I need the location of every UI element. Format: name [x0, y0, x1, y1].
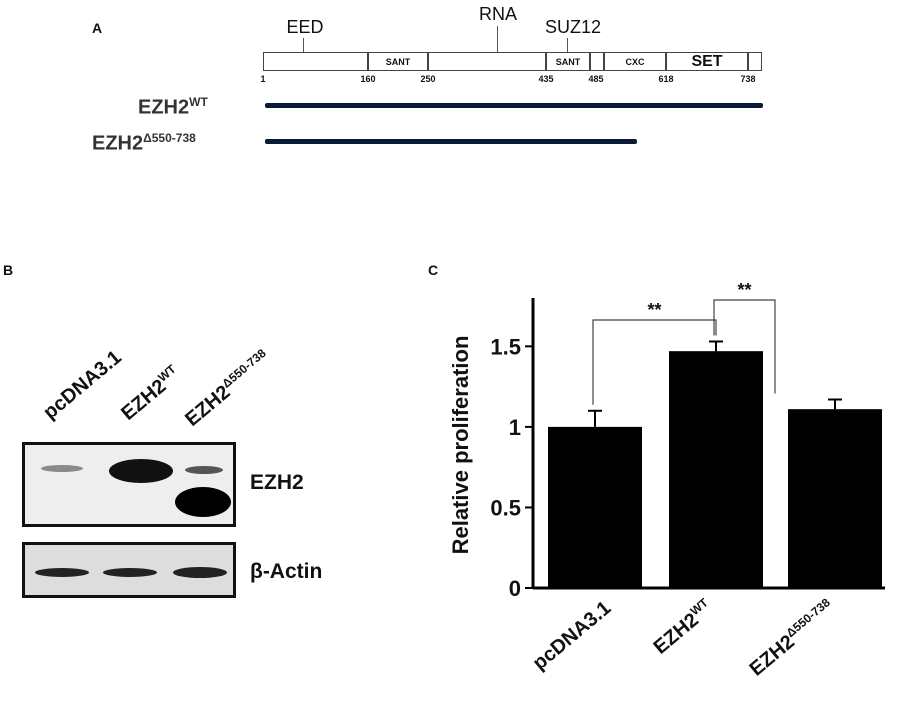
callout-suz12: SUZ12: [544, 17, 602, 37]
position-label: 618: [658, 74, 674, 84]
construct-deletion-label: EZH2Δ550-738: [92, 131, 196, 155]
callout-line-suz12: [567, 38, 568, 52]
bar: [548, 426, 642, 588]
band-deletion-ezh2-truncated: [175, 487, 231, 517]
band-pcdna-actin: [35, 568, 89, 577]
callout-line-rna: [497, 26, 498, 52]
y-tick-label: 1: [509, 415, 521, 440]
position-label: 435: [538, 74, 554, 84]
domain-c-terminal: [748, 52, 762, 71]
category-label-text: pcDNA3.1: [529, 597, 616, 675]
significance-label: **: [737, 280, 751, 300]
callout-line-eed: [303, 38, 304, 52]
blot-actin: [22, 542, 236, 598]
bar: [788, 409, 882, 588]
callout-rna: RNA: [478, 4, 518, 24]
domain-rna-region: [428, 52, 546, 71]
callout-eed: EED: [286, 17, 324, 37]
position-label: 160: [360, 74, 376, 84]
category-label-superscript: Δ550-738: [783, 595, 833, 640]
blot-label-ezh2: EZH2: [250, 471, 304, 494]
blot-label-actin: β-Actin: [250, 560, 323, 583]
domain-linker: [590, 52, 604, 71]
y-tick-label: 0: [509, 576, 521, 601]
construct-deletion-line: [265, 139, 637, 144]
category-label: pcDNA3.1: [529, 597, 616, 675]
construct-wt-label: EZH2WT: [138, 95, 208, 119]
significance-bracket: [713, 299, 776, 394]
bar: [669, 351, 763, 588]
domain-sant-2: SANT: [546, 52, 590, 71]
y-tick-label: 1.5: [490, 334, 521, 359]
domain-eed-region: [263, 52, 368, 71]
position-label: 250: [420, 74, 436, 84]
y-axis-label: Relative proliferation: [448, 336, 473, 555]
band-wt-actin: [103, 568, 157, 577]
band-deletion-actin: [173, 567, 227, 578]
category-label: EZH2WT: [648, 595, 717, 659]
position-label: 738: [740, 74, 756, 84]
domain-cxc: CXC: [604, 52, 666, 71]
domain-set: SET: [666, 52, 748, 71]
category-label: EZH2Δ550-738: [744, 595, 839, 680]
domain-sant-1: SANT: [368, 52, 428, 71]
band-wt-ezh2: [109, 459, 173, 483]
blot-ezh2: [22, 442, 236, 527]
panel-b-letter: B: [3, 262, 14, 278]
significance-bracket: [592, 319, 717, 405]
significance-label: **: [647, 300, 661, 320]
panel-a-letter: A: [92, 20, 103, 36]
y-tick-label: 0.5: [490, 495, 521, 520]
panel-c-letter: C: [428, 262, 439, 278]
position-label: 485: [588, 74, 604, 84]
band-pcdna-ezh2: [41, 465, 83, 472]
position-label: 1: [260, 74, 266, 84]
construct-wt-line: [265, 103, 763, 108]
band-deletion-ezh2-full: [185, 466, 223, 474]
